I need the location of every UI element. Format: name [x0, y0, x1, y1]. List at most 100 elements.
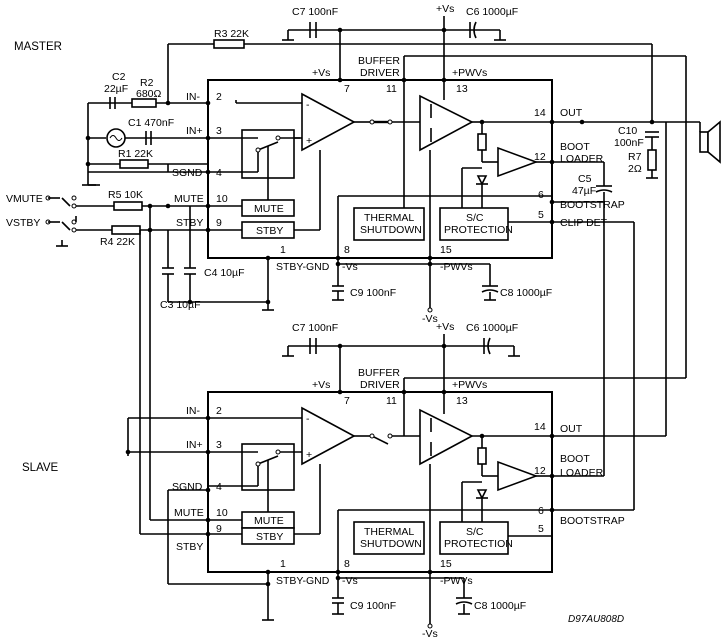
master-boot-label: BOOT: [560, 141, 590, 153]
slave-bootstrap-label: BOOTSTRAP: [560, 515, 625, 527]
master-out-label: OUT: [560, 107, 583, 119]
master-pin12: 12: [534, 151, 546, 163]
master-stby-box-label: STBY: [256, 225, 283, 237]
slave-pin14: 14: [534, 421, 546, 433]
slave-sc-label: S/C: [466, 526, 484, 538]
drawing-code: D97AU808D: [568, 614, 624, 625]
master-c10-a: C10: [618, 125, 637, 137]
slave-c9-label: C9 100nF: [350, 600, 396, 612]
slave-stby-box-label: STBY: [256, 531, 283, 543]
master-c4-label: C4 10µF: [204, 267, 244, 279]
master-r7-b: 2Ω: [628, 163, 642, 175]
master-pin9: 9: [216, 217, 222, 229]
slave-in-minus-label: IN-: [186, 405, 201, 417]
master-c5-a: C5: [578, 173, 592, 185]
master-vstby-label: VSTBY: [6, 217, 40, 229]
master-pin5: 5: [538, 209, 544, 221]
slave-pin2: 2: [216, 405, 222, 417]
master-pin8: 8: [344, 244, 350, 256]
slave-pin4: 4: [216, 481, 222, 493]
slave-section: SLAVE C7 100nF +Vs C6 1000µF +Vs 7 BUFFE…: [22, 202, 686, 640]
slave-pin12: 12: [534, 465, 546, 477]
master-power-amp: [419, 94, 474, 152]
master-pos-vs-label: +Vs: [312, 67, 330, 79]
master-driver-label: DRIVER: [360, 67, 400, 79]
slave-driver-label: DRIVER: [360, 379, 400, 391]
master-r1-label: R1 22K: [118, 148, 153, 160]
master-sgnd-label: SGND: [172, 167, 203, 179]
master-vs-top-label: +Vs: [436, 3, 454, 15]
master-clip-det-label: CLIP DET: [560, 217, 608, 229]
master-thermal-shutdown-box: [353, 207, 425, 241]
master-c8-label: C8 1000µF: [500, 287, 552, 299]
master-pin10: 10: [216, 193, 228, 205]
master-pin6: 6: [538, 189, 544, 201]
master-buffer-label: BUFFER: [358, 55, 400, 67]
master-sc-protection-box: [439, 207, 509, 241]
slave-sc-protection-box: [439, 521, 509, 555]
master-r3-label: R3 22K: [214, 28, 249, 40]
slave-stby-gnd-label: STBY-GND: [276, 575, 330, 587]
slave-pin9: 9: [216, 523, 222, 535]
slave-pos-vs-label: +Vs: [312, 379, 330, 391]
master-r5-label: R5 10K: [108, 189, 143, 201]
master-stby-gnd-label: STBY-GND: [276, 261, 330, 273]
slave-stby-label: STBY: [176, 541, 203, 553]
slave-neg-pwvs-label: -PWVs: [440, 575, 473, 587]
master-protection-label: PROTECTION: [444, 224, 513, 236]
master-op-minus: -: [306, 99, 310, 111]
master-thermal-label: THERMAL: [364, 212, 414, 224]
slave-loader-label: LOADER: [560, 467, 604, 479]
master-c6-label: C6 1000µF: [466, 6, 518, 18]
master-section: MASTER C7 100nF +Vs C6 1000µF R3 22K: [6, 3, 721, 436]
slave-mute-box-label: MUTE: [254, 515, 284, 527]
slave-c6-label: C6 1000µF: [466, 322, 518, 334]
slave-pin8: 8: [344, 558, 350, 570]
master-r4-label: R4 22K: [100, 236, 135, 248]
master-pin1: 1: [280, 244, 286, 256]
slave-c8-label: C8 1000µF: [474, 600, 526, 612]
master-pin7: 7: [344, 83, 350, 95]
slave-shutdown-label: SHUTDOWN: [360, 538, 422, 550]
master-neg-pwvs-label: -PWVs: [440, 261, 473, 273]
slave-op-minus: -: [306, 413, 310, 425]
master-c2-b: 22µF: [104, 83, 128, 95]
speaker-icon: [699, 120, 721, 164]
master-pin2: 2: [216, 91, 222, 103]
slave-pin3: 3: [216, 439, 222, 451]
master-mute-box-label: MUTE: [254, 203, 284, 215]
slave-pin11: 11: [386, 395, 397, 407]
slave-pin7: 7: [344, 395, 350, 407]
slave-boot-label: BOOT: [560, 453, 590, 465]
slave-pin13: 13: [456, 395, 468, 407]
master-pin11: 11: [386, 83, 397, 95]
slave-in-plus-label: IN+: [186, 439, 203, 451]
slave-c7-label: C7 100nF: [292, 322, 338, 334]
master-title: MASTER: [14, 41, 62, 53]
master-c3-label: C3 10µF: [160, 299, 200, 311]
master-bootloader-amp: [497, 146, 539, 178]
slave-mute-label: MUTE: [174, 507, 204, 519]
master-c2-a: C2: [112, 71, 126, 83]
slave-pin1: 1: [280, 558, 286, 570]
master-bootstrap-label: BOOTSTRAP: [560, 199, 625, 211]
master-pin13: 13: [456, 83, 468, 95]
master-shutdown-label: SHUTDOWN: [360, 224, 422, 236]
master-op-plus: +: [306, 135, 312, 147]
slave-bootloader-amp: [497, 460, 539, 492]
slave-title: SLAVE: [22, 462, 59, 474]
master-c10-b: 100nF: [614, 137, 644, 149]
master-pin4: 4: [216, 167, 222, 179]
slave-pos-pwvs-label: +PWVs: [452, 379, 487, 391]
slave-op-plus: +: [306, 449, 312, 461]
slave-neg-vs-supply: -Vs: [422, 628, 438, 640]
slave-preamp-opamp: [301, 406, 356, 466]
slave-pin15: 15: [440, 558, 452, 570]
master-r2-a: R2: [140, 77, 154, 89]
master-in-plus-label: IN+: [186, 125, 203, 137]
master-mute-label: MUTE: [174, 193, 204, 205]
master-neg-vs-supply: -Vs: [422, 313, 438, 325]
master-sc-label: S/C: [466, 212, 484, 224]
master-r2-b: 680Ω: [136, 88, 162, 100]
